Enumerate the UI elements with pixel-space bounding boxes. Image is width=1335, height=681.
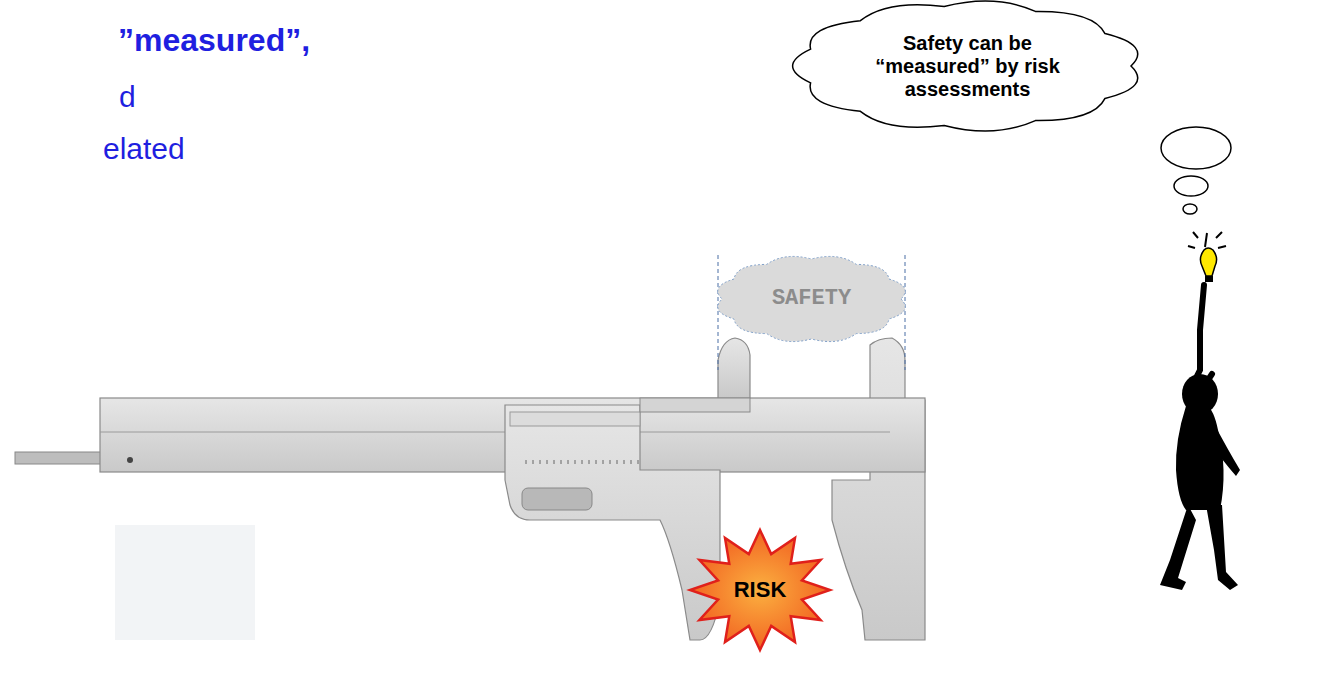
scale-ticks xyxy=(110,448,890,456)
scale-line xyxy=(100,432,890,433)
slide-text: d xyxy=(119,80,136,114)
slide-text: elated xyxy=(103,132,185,166)
rivet xyxy=(127,457,133,463)
measure-line xyxy=(718,255,719,370)
depth-rod xyxy=(15,452,105,464)
slider-top xyxy=(510,412,640,426)
upper-jaw xyxy=(718,338,750,398)
faint-shape xyxy=(115,525,255,640)
scale-ticks xyxy=(110,408,890,416)
sliding-jaw xyxy=(505,405,720,640)
thought-shape xyxy=(793,1,1138,131)
thought-bubble xyxy=(1174,176,1208,196)
cloud-shape xyxy=(718,256,905,341)
vernier-ticks xyxy=(520,452,640,464)
safety-cloud: SAFETY xyxy=(718,255,905,343)
node-text: RISK xyxy=(710,577,810,602)
slide-text: ”measured”, xyxy=(118,22,310,59)
thought-bubble xyxy=(1183,204,1197,214)
risk-starburst: RISK xyxy=(690,530,830,650)
fixed-jaw xyxy=(832,338,925,640)
thumb-screw xyxy=(522,488,592,510)
node-text: Safety can be “measured” by risk assessm… xyxy=(863,32,1073,101)
stick-figure xyxy=(1160,232,1240,590)
node-text: SAFETY xyxy=(737,286,887,311)
thought-cloud: Safety can be “measured” by risk assessm… xyxy=(800,2,1135,130)
slider-arm xyxy=(640,398,750,412)
thought-bubble xyxy=(1161,127,1231,169)
measure-line xyxy=(905,255,906,370)
burst-shape xyxy=(690,530,830,650)
